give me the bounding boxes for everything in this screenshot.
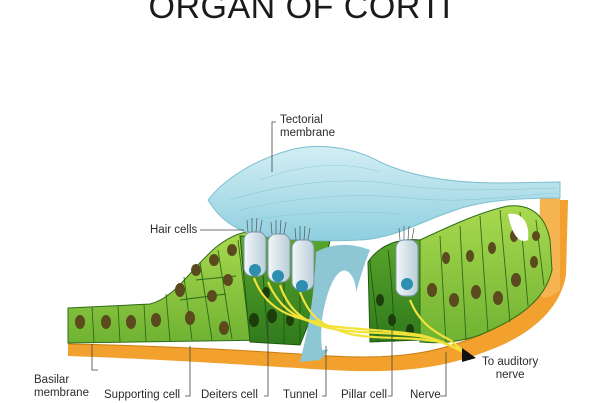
nerve-fibers <box>252 277 467 355</box>
label-to-auditory-nerve: To auditory nerve <box>482 356 539 381</box>
label-hair-cells: Hair cells <box>150 224 198 236</box>
outer-hair-cell <box>395 239 419 297</box>
label-tectorial-membrane: Tectorial membrane <box>280 114 335 139</box>
supporting-cell-nuclei <box>75 244 237 335</box>
leader-lines <box>91 121 447 397</box>
outer-supporting-cells <box>419 205 553 344</box>
label-deiters-cell: Deiters cell <box>201 389 258 401</box>
label-pillar-cell: Pillar cell <box>341 389 388 401</box>
deiters-cell-nuclei <box>249 287 294 327</box>
nerve-arrow <box>462 348 476 362</box>
label-nerve: Nerve <box>410 389 441 401</box>
basilar-membrane <box>68 200 568 372</box>
label-basilar-membrane: Basilar membrane <box>34 374 89 399</box>
stereocilia <box>246 217 415 241</box>
outer-cell-nuclei <box>427 230 540 307</box>
label-supporting-cell: Supporting cell <box>104 389 181 401</box>
inner-hair-cells <box>243 231 315 292</box>
label-tunnel: Tunnel <box>283 389 318 401</box>
diagram-title: ORGAN OF CORTI <box>148 0 452 26</box>
